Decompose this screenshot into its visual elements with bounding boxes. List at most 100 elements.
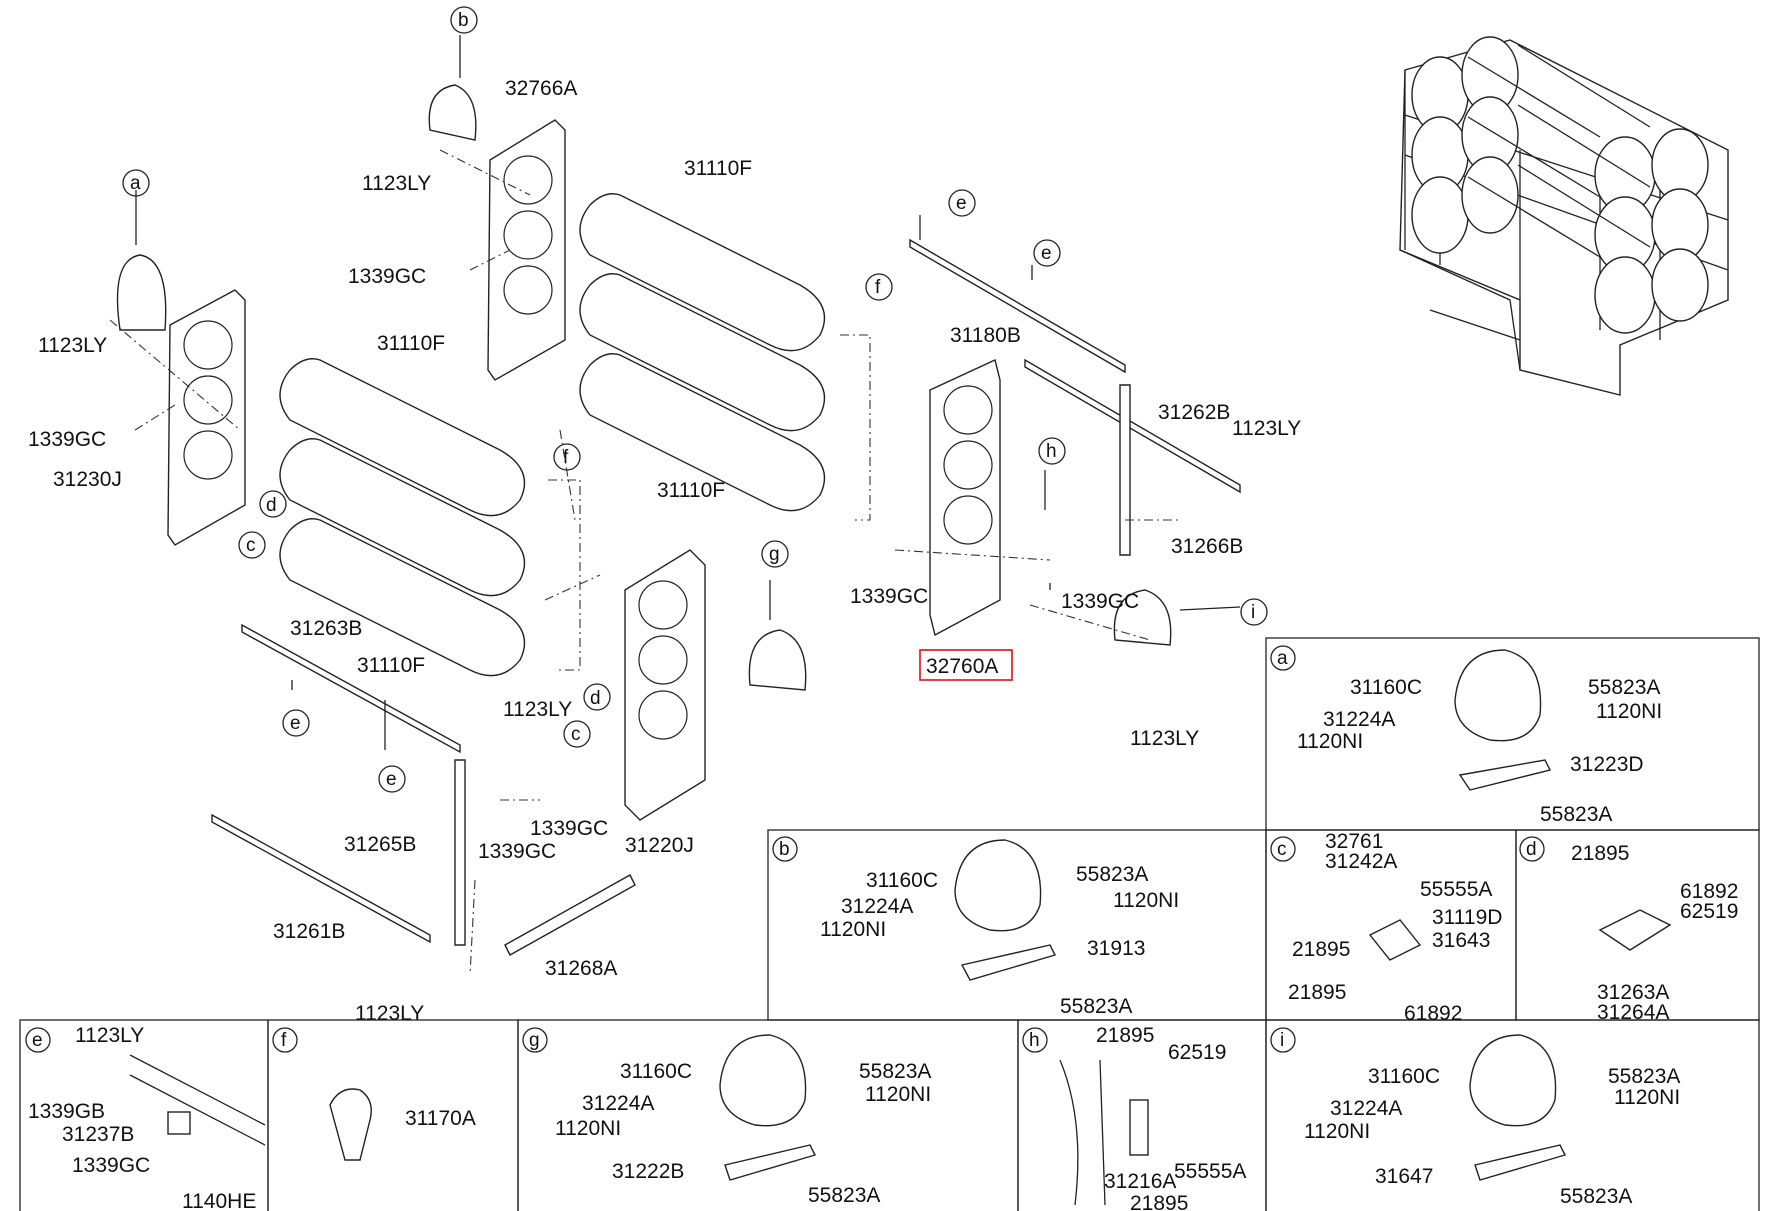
svg-text:e: e [386, 769, 397, 790]
svg-text:g: g [769, 544, 780, 565]
label-31262B: 31262B [1158, 401, 1230, 424]
svg-text:e: e [1041, 243, 1052, 264]
detail-b-1120NI-l: 1120NI [820, 918, 886, 941]
callout-b-top[interactable]: b [450, 6, 478, 34]
label-31266B: 31266B [1171, 535, 1243, 558]
detail-h-tag: h [1022, 1027, 1048, 1053]
detail-i-1120NI-l: 1120NI [1304, 1120, 1370, 1143]
detail-g-55823A-b: 55823A [808, 1184, 880, 1207]
callout-e-top2[interactable]: e [1033, 239, 1061, 267]
label-1339GC-r2: 1339GC [1061, 590, 1139, 613]
cylinder-stack-left [279, 358, 526, 677]
detail-g-31224A: 31224A [582, 1092, 654, 1115]
svg-text:e: e [32, 1030, 43, 1051]
detail-a-31160C: 31160C [1350, 676, 1422, 699]
label-1123LY-r: 1123LY [1232, 417, 1301, 440]
detail-b-tag: b [772, 836, 798, 862]
label-31263B: 31263B [290, 617, 362, 640]
callout-g-top[interactable]: g [761, 540, 789, 568]
detail-h-62519: 62519 [1168, 1041, 1226, 1064]
label-1123LY-r2: 1123LY [1130, 727, 1199, 750]
detail-i-1120NI-r: 1120NI [1614, 1086, 1680, 1109]
svg-text:d: d [1526, 839, 1537, 860]
callout-h-top[interactable]: h [1038, 437, 1066, 465]
detail-h-31216A: 31216A [1104, 1170, 1176, 1193]
callout-a-top[interactable]: a [122, 169, 150, 197]
leader-lines [109, 35, 1241, 976]
label-1339GC-r1: 1339GC [850, 585, 928, 608]
label-1339GC-top: 1339GC [348, 265, 426, 288]
panel-31230J [167, 289, 246, 546]
panel-31220J [624, 549, 706, 821]
svg-text:h: h [1029, 1030, 1040, 1051]
label-1339GC-m2: 1339GC [478, 840, 556, 863]
svg-text:c: c [1277, 839, 1287, 860]
label-31110F-mid: 31110F [377, 332, 445, 355]
detail-f-31170A: 31170A [405, 1107, 476, 1130]
detail-i-31160C: 31160C [1368, 1065, 1440, 1088]
label-31180B: 31180B [950, 324, 1021, 347]
detail-d-tag: d [1519, 836, 1545, 862]
svg-text:b: b [779, 839, 790, 860]
panel-32766A [487, 119, 566, 381]
callout-e-bl2[interactable]: e [378, 765, 406, 793]
label-31268A: 31268A [545, 957, 617, 980]
callout-d-mid[interactable]: d [583, 683, 611, 711]
svg-text:c: c [246, 535, 256, 556]
svg-text:e: e [956, 193, 967, 214]
svg-text:i: i [1280, 1030, 1284, 1051]
detail-c-21895-a: 21895 [1292, 938, 1350, 961]
detail-f-tag: f [272, 1027, 298, 1053]
detail-a-55823A-b: 55823A [1540, 803, 1612, 826]
detail-a-31223D: 31223D [1570, 753, 1644, 776]
svg-text:h: h [1046, 441, 1057, 462]
callout-c-mid[interactable]: c [563, 720, 591, 748]
label-31110F-left: 31110F [357, 654, 425, 677]
label-31261B: 31261B [273, 920, 345, 943]
callout-i-top[interactable]: i [1240, 598, 1268, 626]
detail-d-31263A: 31263A [1597, 981, 1669, 1004]
detail-e-1123LY: 1123LY [75, 1024, 144, 1047]
label-31110F-top: 31110F [684, 157, 752, 180]
rails [211, 238, 1241, 956]
label-1123LY-m: 1123LY [503, 698, 572, 721]
detail-b-31224A: 31224A [841, 895, 913, 918]
svg-text:f: f [563, 447, 569, 468]
panel-32760A [929, 359, 1001, 637]
detail-a-1120NI-r: 1120NI [1596, 700, 1662, 723]
svg-text:f: f [281, 1030, 287, 1051]
callout-f-right[interactable]: f [865, 273, 893, 301]
detail-i-55823A-b: 55823A [1560, 1185, 1632, 1208]
detail-a-55823A: 55823A [1588, 676, 1660, 699]
detail-box-i [1265, 1019, 1760, 1211]
detail-g-31160C: 31160C [620, 1060, 692, 1083]
detail-d-62519: 62519 [1680, 900, 1738, 923]
label-32760A[interactable]: 32760A [926, 655, 998, 678]
label-31220J: 31220J [625, 834, 694, 857]
detail-a-1120NI-l: 1120NI [1297, 730, 1363, 753]
detail-h-21895-b: 21895 [1130, 1192, 1188, 1211]
detail-i-31224A: 31224A [1330, 1097, 1402, 1120]
cylinder-stack-right [579, 193, 826, 512]
detail-g-tag: g [522, 1027, 548, 1053]
detail-g-55823A: 55823A [859, 1060, 931, 1083]
highlight-box-32760A [919, 649, 1013, 681]
label-1123LY-a: 1123LY [38, 334, 107, 357]
detail-c-tag: c [1270, 836, 1296, 862]
svg-text:e: e [290, 713, 301, 734]
callout-d-left[interactable]: d [259, 490, 287, 518]
callout-e-top1[interactable]: e [948, 189, 976, 217]
main-labels: 32766A 1123LY 1339GC 31110F 31110F 31110… [28, 77, 1301, 1025]
callout-f-left[interactable]: f [553, 443, 581, 471]
detail-i-55823A: 55823A [1608, 1065, 1680, 1088]
detail-e-1339GB: 1339GB [28, 1100, 105, 1123]
callout-c-left[interactable]: c [238, 531, 266, 559]
detail-b-31913: 31913 [1087, 937, 1145, 960]
detail-i-tag: i [1270, 1027, 1296, 1053]
detail-d-21895: 21895 [1571, 842, 1629, 865]
detail-a-31224A: 31224A [1323, 708, 1395, 731]
detail-c-55555A: 55555A [1420, 878, 1492, 901]
callout-e-bl1[interactable]: e [282, 709, 310, 737]
detail-e-1339GC: 1339GC [72, 1154, 150, 1177]
